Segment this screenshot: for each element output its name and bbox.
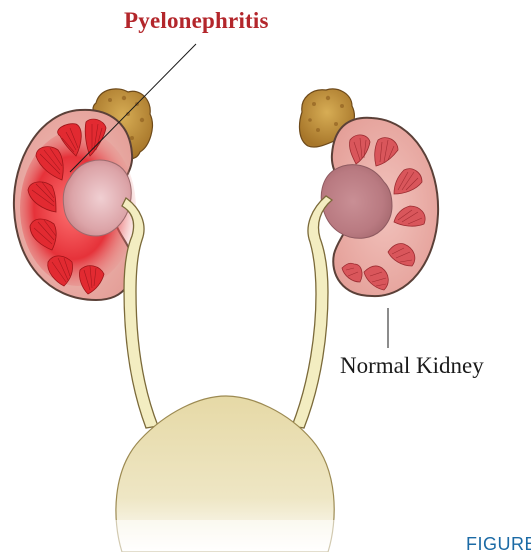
figure-caption-label: FIGURE — [466, 534, 531, 552]
normal-kidney-label: Normal Kidney — [340, 353, 484, 378]
pyelonephritis-label: Pyelonephritis — [124, 8, 269, 33]
right-ureter — [292, 196, 332, 428]
